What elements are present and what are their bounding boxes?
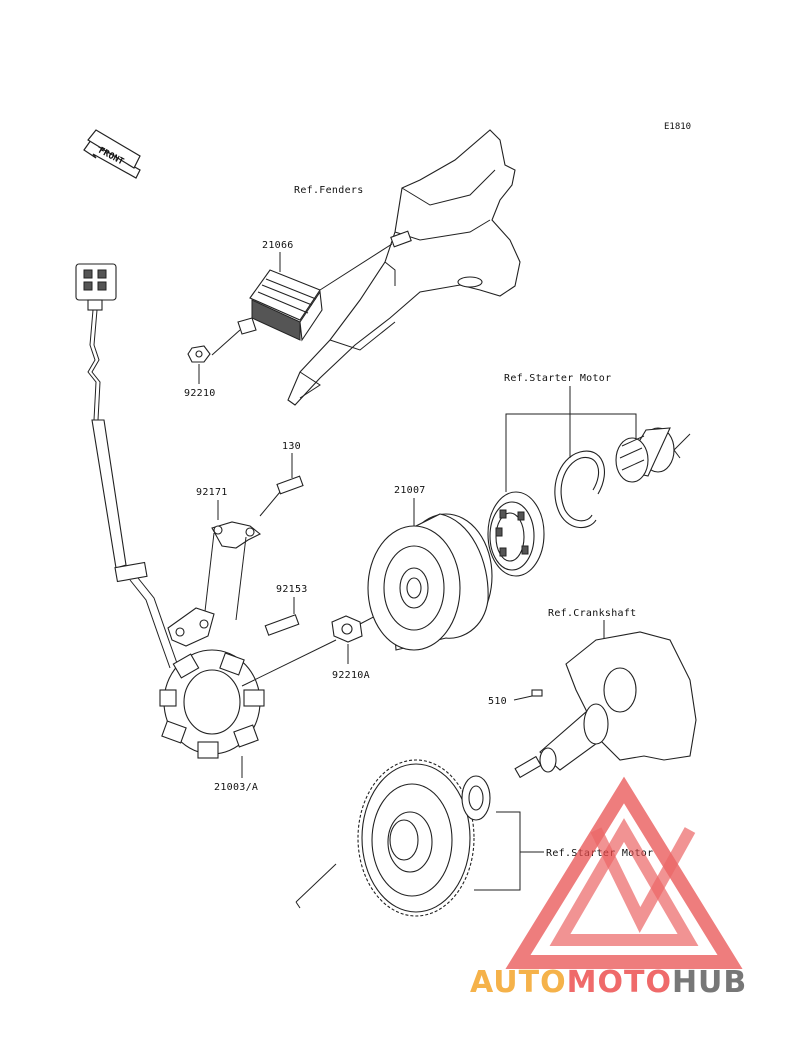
needle-bearing (615, 427, 675, 483)
front-arrow-icon: FRONT (83, 129, 141, 179)
bracket-bolt (390, 230, 412, 248)
part-92210-label: 92210 (184, 388, 216, 399)
ref-crankshaft-label: Ref.Crankshaft (548, 608, 637, 619)
part-92153-label: 92153 (276, 584, 308, 595)
nut-92210 (187, 345, 211, 363)
part-21066-label: 21066 (262, 240, 294, 251)
bolt-130 (276, 475, 304, 495)
ref-fenders-label: Ref.Fenders (294, 185, 364, 196)
wire-clamp-plate (167, 607, 215, 647)
watermark-auto: AUTO (470, 965, 567, 1000)
starter-clutch (487, 491, 545, 577)
part-92210A-label: 92210A (332, 670, 370, 681)
fender-bracket (287, 129, 521, 406)
stator-21003A (159, 649, 265, 759)
regulator-21066 (237, 269, 323, 342)
watermark-moto: MOTO (567, 965, 672, 1000)
automotohub-logo (505, 776, 743, 969)
part-21007-label: 21007 (394, 485, 426, 496)
part-510-label: 510 (488, 696, 507, 707)
clamp-92171 (211, 521, 262, 549)
watermark-hub: HUB (672, 965, 747, 1000)
key-510 (531, 689, 543, 697)
crankshaft (514, 631, 697, 779)
ref-starter-motor-top-label: Ref.Starter Motor (504, 373, 611, 384)
diagram-code: E1810 (664, 122, 691, 132)
wire-connector (75, 263, 117, 311)
part-130-label: 130 (282, 441, 301, 452)
circlip (554, 450, 605, 529)
wire-harness (87, 309, 179, 669)
part-21003A-label: 21003/A (214, 782, 258, 793)
flywheel-21007 (367, 513, 493, 651)
bolt-92153 (264, 614, 300, 636)
nut-92210A (331, 615, 363, 643)
part-92171-label: 92171 (196, 487, 228, 498)
watermark-text: AUTOMOTOHUB (470, 965, 747, 1000)
starter-gear (357, 759, 475, 917)
washer (461, 775, 491, 821)
ref-starter-motor-bottom-label: Ref.Starter Motor (546, 848, 653, 859)
